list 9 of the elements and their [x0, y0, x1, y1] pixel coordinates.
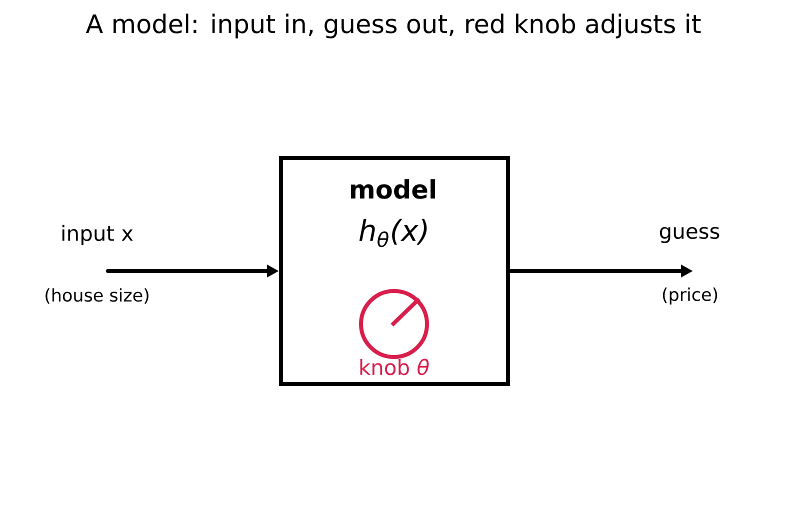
- title: A model: input in, guess out, red knob adjusts it: [86, 14, 701, 38]
- knob-label: knob θ: [360, 358, 429, 376]
- formula: h$_{θ}$(x): [359, 218, 427, 248]
- box-heading: model: [350, 179, 436, 199]
- input-note: (house size): [46, 288, 148, 304]
- model-box: [279, 156, 510, 386]
- input-label: input x: [62, 224, 133, 246]
- output-note: (price): [662, 288, 718, 304]
- output-label: guess: [660, 226, 720, 244]
